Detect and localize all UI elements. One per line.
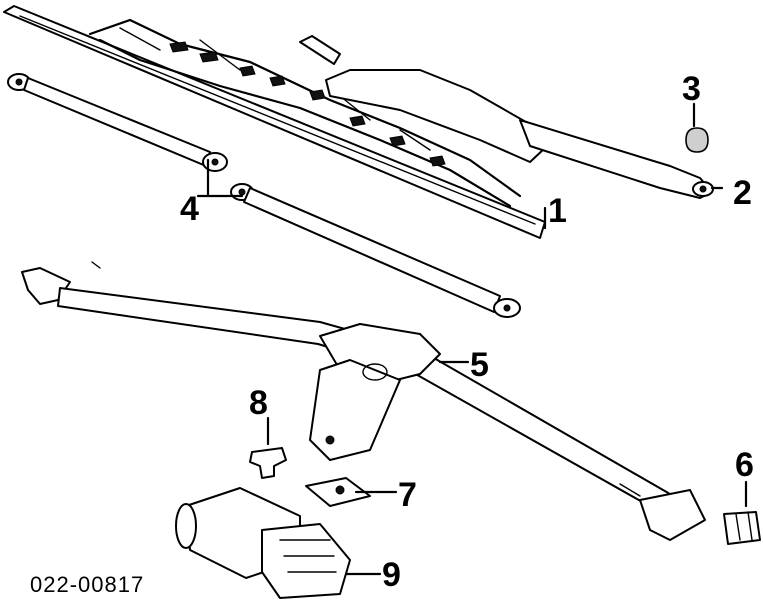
callout-7: 7 xyxy=(398,476,417,514)
grommet-part xyxy=(249,447,287,479)
leader-lines xyxy=(196,102,748,576)
bracket-nut-part xyxy=(305,477,371,507)
callout-1: 1 xyxy=(548,192,567,230)
figure-number: 022-00817 xyxy=(30,572,144,597)
callout-8: 8 xyxy=(249,384,268,422)
drive-link-rods-part xyxy=(7,73,521,318)
clip-part xyxy=(723,511,761,545)
callout-2: 2 xyxy=(733,174,752,212)
linkage-frame-part xyxy=(21,261,706,541)
wiper-arm-part xyxy=(299,35,714,199)
callout-5: 5 xyxy=(470,346,489,384)
wiper-motor-part xyxy=(175,487,351,599)
callout-6: 6 xyxy=(735,446,754,484)
callout-4: 4 xyxy=(180,190,199,228)
callout-3: 3 xyxy=(682,70,701,108)
wiper-blade-part xyxy=(3,5,546,239)
callout-9: 9 xyxy=(382,556,401,594)
arm-nut-cap-part xyxy=(685,127,709,153)
